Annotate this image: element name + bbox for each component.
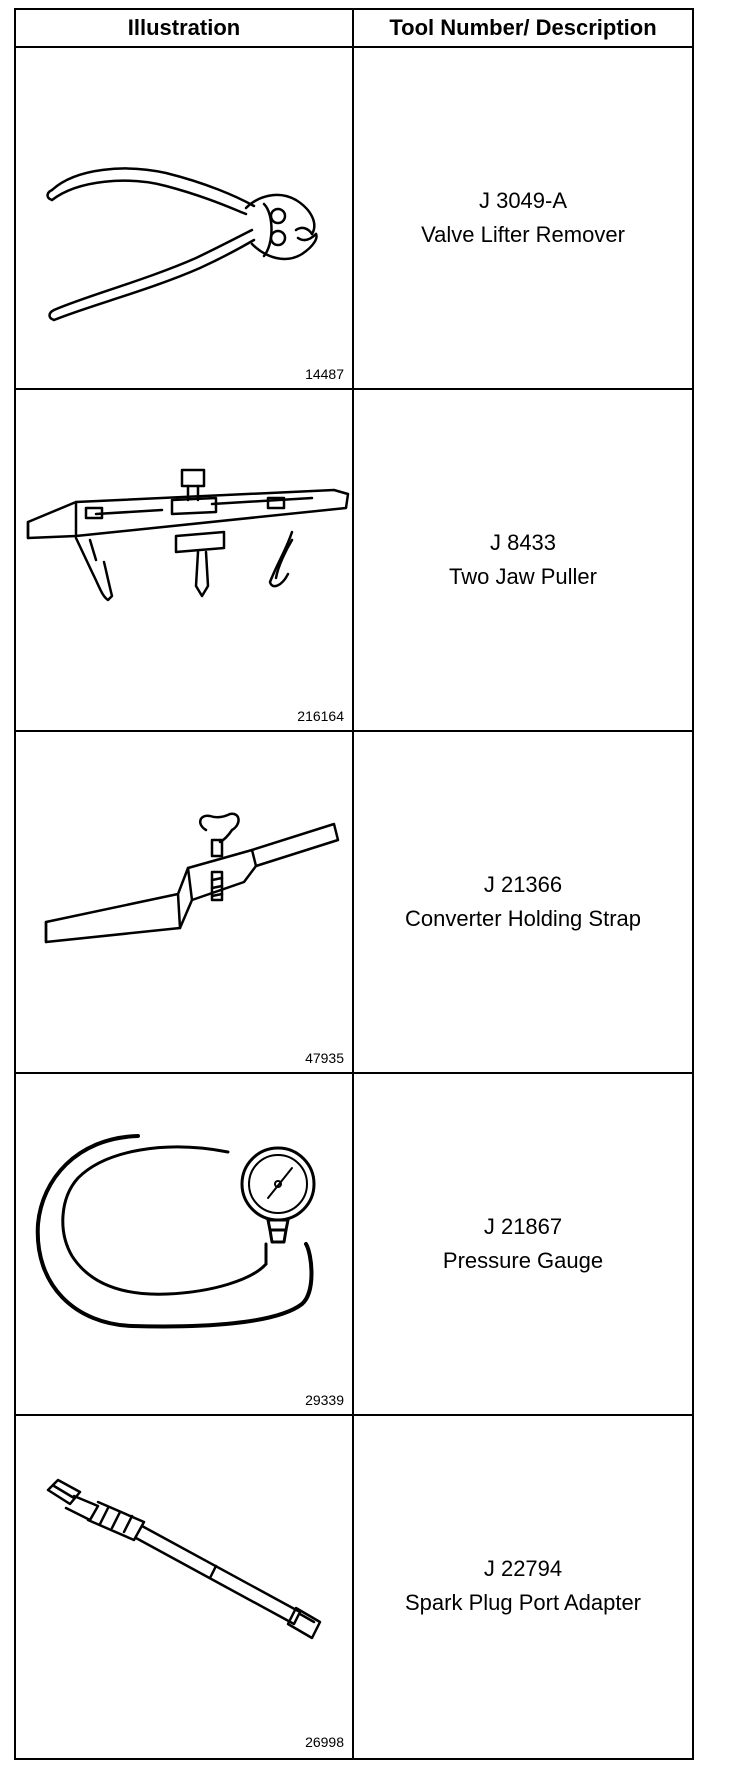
header-illustration: Illustration: [127, 15, 241, 40]
figure-number: 26998: [305, 1734, 344, 1750]
tool-number: J 21366: [483, 872, 563, 897]
description-cell: J 3049-A Valve Lifter Remover: [354, 48, 692, 388]
port-adapter-icon: [46, 1478, 322, 1640]
figure-number: 14487: [305, 366, 344, 382]
header-tool-description: Tool Number/ Description: [389, 15, 657, 40]
table-row: 47935 J 21366 Converter Holding Strap: [16, 732, 692, 1074]
table-row: 26998 J 22794 Spark Plug Port Adapter: [16, 1416, 692, 1758]
description-cell: J 22794 Spark Plug Port Adapter: [354, 1416, 692, 1756]
tool-number: J 3049-A: [478, 188, 568, 213]
table-row: 216164 J 8433 Two Jaw Puller: [16, 390, 692, 732]
tool-number: J 8433: [489, 530, 557, 555]
description-cell: J 8433 Two Jaw Puller: [354, 390, 692, 730]
figure-number: 47935: [305, 1050, 344, 1066]
description-cell: J 21366 Converter Holding Strap: [354, 732, 692, 1072]
column-divider: [352, 10, 354, 1758]
pressure-gauge-icon: [35, 1134, 316, 1329]
tool-description: Spark Plug Port Adapter: [404, 1590, 642, 1615]
illustration-cell: 216164: [16, 390, 352, 730]
tool-description: Pressure Gauge: [442, 1248, 604, 1273]
pliers-icon: [46, 167, 318, 322]
tool-table: Illustration Tool Number/ Description: [14, 8, 694, 1760]
tool-number: J 21867: [483, 1214, 563, 1239]
illustration-cell: 14487: [16, 48, 352, 388]
description-cell: J 21867 Pressure Gauge: [354, 1074, 692, 1414]
table-row: 14487 J 3049-A Valve Lifter Remover: [16, 48, 692, 390]
tool-description: Two Jaw Puller: [449, 564, 597, 589]
figure-number: 216164: [297, 708, 344, 724]
two-jaw-puller-icon: [26, 468, 350, 602]
holding-strap-icon: [44, 812, 340, 944]
table-row: 29339 J 21867 Pressure Gauge: [16, 1074, 692, 1416]
figure-number: 29339: [305, 1392, 344, 1408]
illustration-cell: 26998: [16, 1416, 352, 1756]
tool-description: Valve Lifter Remover: [421, 222, 625, 247]
header-row: Illustration Tool Number/ Description: [16, 10, 692, 48]
illustration-cell: 29339: [16, 1074, 352, 1414]
illustration-cell: 47935: [16, 732, 352, 1072]
tool-number: J 22794: [483, 1556, 563, 1581]
tool-description: Converter Holding Strap: [404, 906, 641, 931]
